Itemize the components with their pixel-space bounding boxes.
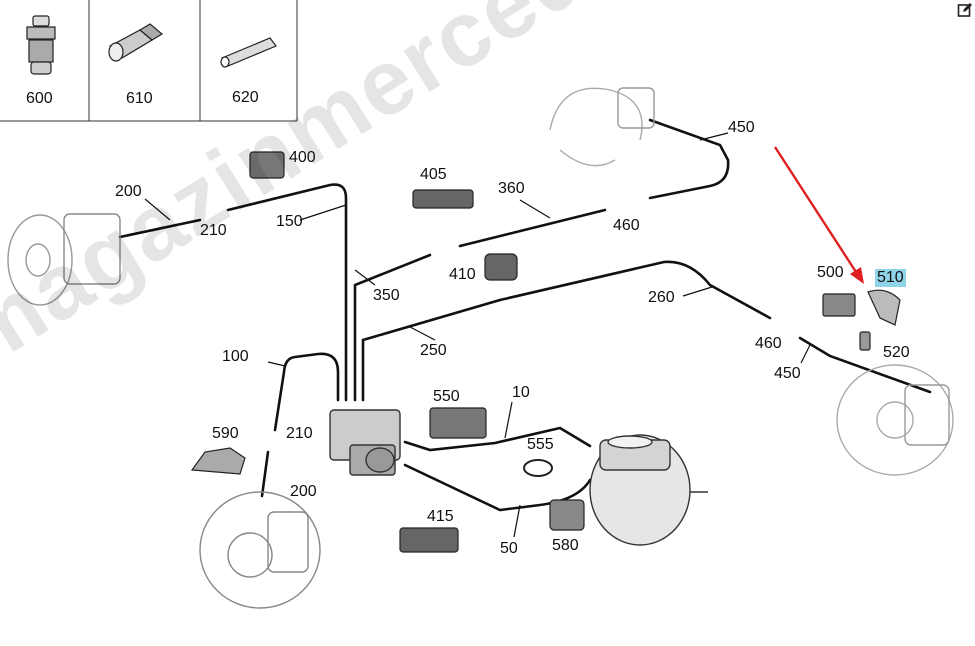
- brake-booster: [589, 434, 708, 546]
- callout-460-upper[interactable]: 460: [613, 217, 640, 234]
- callout-580[interactable]: 580: [552, 537, 579, 554]
- callout-555[interactable]: 555: [527, 436, 554, 453]
- callout-200[interactable]: 200: [115, 183, 142, 200]
- callout-210-lower[interactable]: 210: [286, 425, 313, 442]
- callout-550[interactable]: 550: [433, 388, 460, 405]
- bracket-590-icon: [190, 447, 246, 475]
- callout-150[interactable]: 150: [276, 213, 303, 230]
- front-right-brake-disc: [549, 87, 655, 167]
- clip-405-icon: [412, 189, 474, 209]
- callout-250[interactable]: 250: [420, 342, 447, 359]
- callout-460-lower[interactable]: 460: [755, 335, 782, 352]
- callout-405[interactable]: 405: [420, 166, 447, 183]
- parts-inset-table: [0, 0, 298, 122]
- callout-360[interactable]: 360: [498, 180, 525, 197]
- callout-415[interactable]: 415: [427, 508, 454, 525]
- bracket-510-icon: [867, 289, 901, 326]
- edit-icon[interactable]: [957, 2, 973, 18]
- rear-left-brake-disc: [199, 491, 321, 609]
- callout-590[interactable]: 590: [212, 425, 239, 442]
- front-left-brake-disc: [7, 213, 121, 306]
- clip-580-icon: [549, 499, 585, 531]
- callout-510-highlighted[interactable]: 510: [875, 269, 906, 287]
- coupling-icon: [108, 23, 164, 62]
- callout-450-upper[interactable]: 450: [728, 119, 755, 136]
- callout-210[interactable]: 210: [200, 222, 227, 239]
- clip-400-icon: [249, 151, 285, 179]
- callout-100[interactable]: 100: [222, 348, 249, 365]
- callout-450-lower[interactable]: 450: [774, 365, 801, 382]
- callout-10[interactable]: 10: [512, 384, 530, 401]
- rear-right-brake-disc: [836, 364, 954, 476]
- callout-260[interactable]: 260: [648, 289, 675, 306]
- inset-label-610[interactable]: 610: [126, 90, 153, 107]
- callout-500[interactable]: 500: [817, 264, 844, 281]
- inset-label-600[interactable]: 600: [26, 90, 53, 107]
- callout-arrow: [773, 146, 864, 284]
- abs-hydraulic-unit: [329, 409, 401, 476]
- clip-410-icon: [484, 253, 518, 281]
- nut-icon: [26, 15, 56, 75]
- bracket-500-icon: [822, 293, 856, 317]
- screw-520-icon: [859, 331, 871, 351]
- sleeve-icon: [220, 37, 277, 68]
- inset-label-620[interactable]: 620: [232, 89, 259, 106]
- callout-410[interactable]: 410: [449, 266, 476, 283]
- clip-555-icon: [523, 459, 553, 477]
- callout-200-lower[interactable]: 200: [290, 483, 317, 500]
- leader-lines: [144, 132, 811, 538]
- callout-50[interactable]: 50: [500, 540, 518, 557]
- clip-415-icon: [399, 527, 459, 553]
- callout-400[interactable]: 400: [289, 149, 316, 166]
- clip-550-icon: [429, 407, 487, 439]
- callout-520[interactable]: 520: [883, 344, 910, 361]
- callout-350[interactable]: 350: [373, 287, 400, 304]
- brake-lines: [118, 118, 932, 512]
